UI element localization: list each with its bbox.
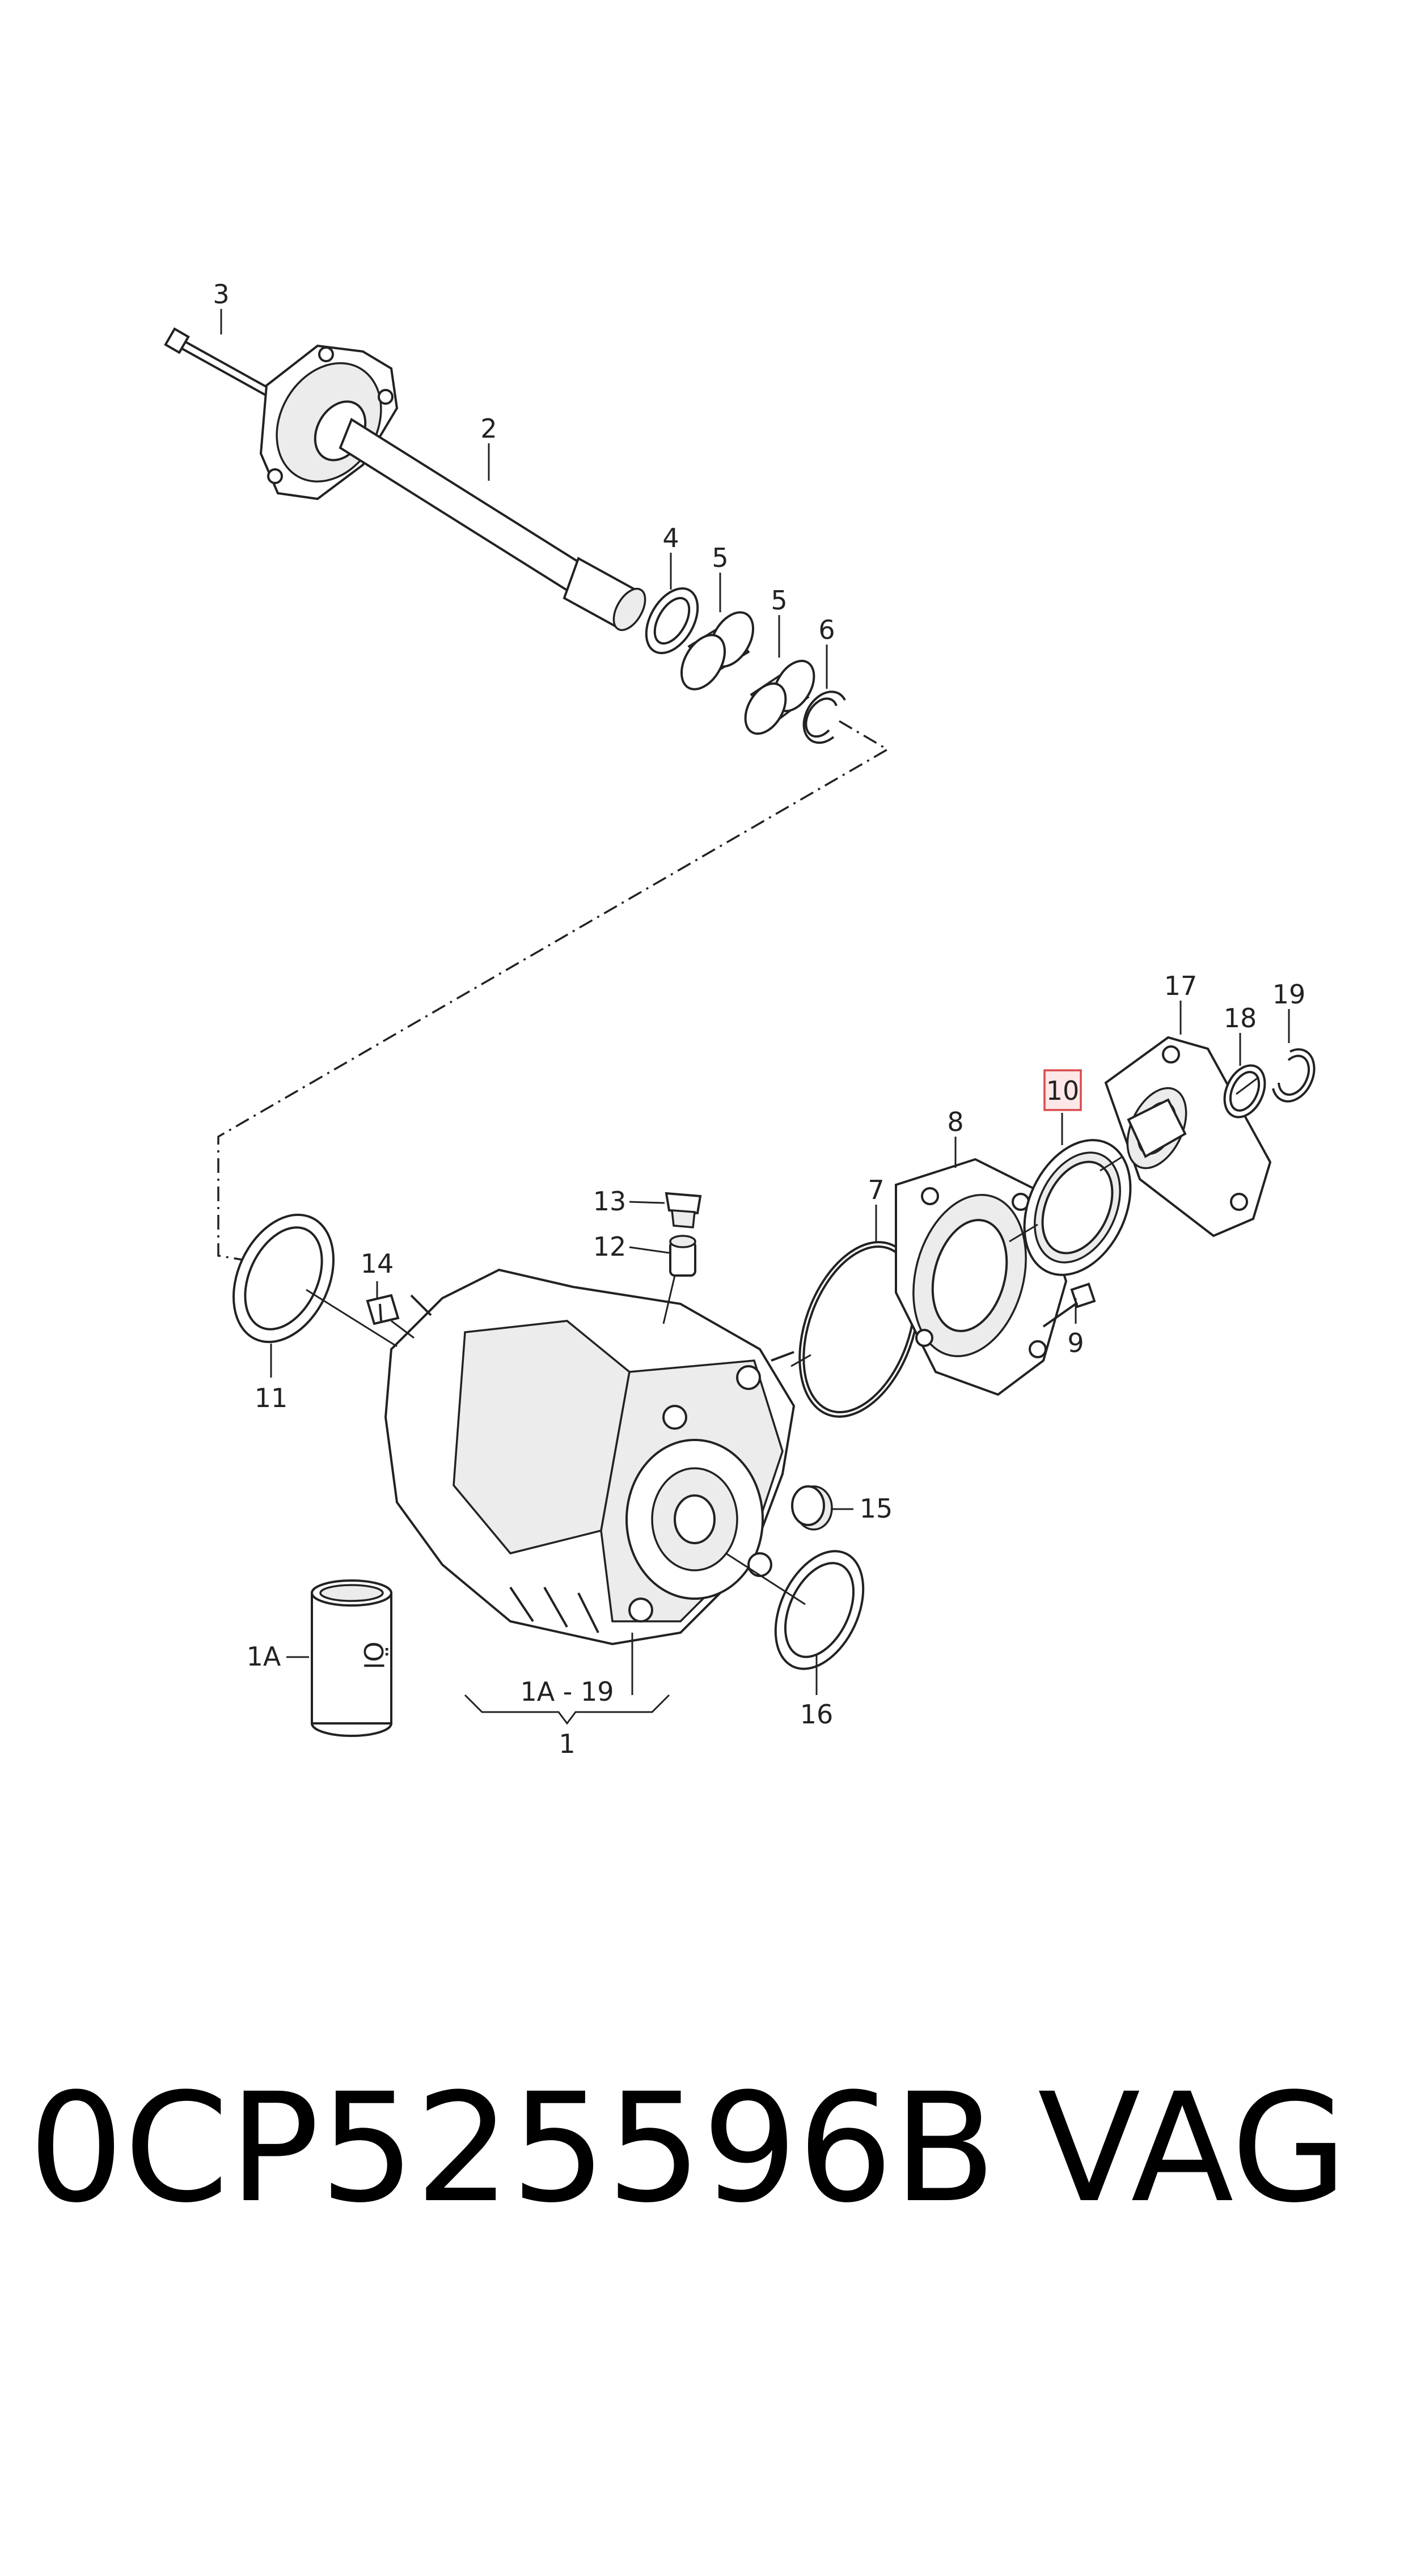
part-6-circlip [802,690,846,744]
leader-10-to-8 [1009,1223,1038,1243]
callout-19: 19 [1272,979,1306,1010]
leader-7-to-housing [790,1354,811,1367]
part-17-output-flange [1104,1036,1272,1238]
part-10-seal-ring [1023,1139,1132,1276]
callout-17: 17 [1164,971,1198,1001]
callout-1a: 1A [247,1641,281,1672]
part-15-plug [791,1485,833,1531]
callout-16: 16 [800,1699,834,1730]
callout-15: 15 [860,1493,893,1524]
leader-16-to-housing [725,1552,806,1605]
part-11-seal [232,1213,335,1344]
callout-13: 13 [593,1186,627,1217]
part-4-ring [645,587,699,654]
callout-11: 11 [255,1383,288,1413]
callout-5b: 5 [771,585,787,616]
brand-name: VAG [1038,2061,1348,2236]
leader-14-to-housing [391,1320,415,1339]
part-5-bearing-b [744,659,815,735]
part-7-o-ring [798,1241,920,1418]
leader-17-to-10 [1100,1155,1123,1172]
callout-18: 18 [1224,1003,1257,1033]
part-12-sleeve [669,1235,696,1277]
callout-8: 8 [947,1107,963,1137]
leader-11-to-housing [306,1289,398,1348]
callout-3: 3 [213,279,229,310]
caption: 0CP525596B VAG [28,2064,1389,2234]
part-14-plug [366,1294,400,1325]
callout-1: 1 [559,1728,575,1759]
part-2-shaft-with-flange [259,344,646,632]
callout-7: 7 [868,1175,884,1205]
callout-10: 10 [1046,1075,1080,1106]
callout-14: 14 [361,1248,394,1279]
part-5-bearing-a [680,611,754,690]
callout-4: 4 [662,523,679,553]
callout-9: 9 [1067,1328,1084,1358]
part-13-cap [665,1192,702,1228]
part-1-gearbox-housing [384,1268,796,1646]
exploded-parts-diagram: Öl 3 2 4 5 5 6 17 18 19 10 [164,279,1316,1759]
part-16-seal [774,1550,865,1670]
part-19-circlip [1272,1048,1316,1103]
assembly-path-line [217,720,890,1262]
part-number: 0CP525596B [28,2061,996,2236]
callout-5a: 5 [712,543,728,573]
highlight-box-10 [1043,1069,1082,1111]
callout-leaders [220,309,1290,1725]
oil-can-label: Öl [358,1642,388,1670]
part-1a-oil-can: Öl [311,1579,392,1737]
leader-19-to-18 [1236,1076,1259,1095]
callout-1a-range: 1A - 19 [520,1676,614,1707]
callout-2: 2 [480,413,497,444]
part-3-bolt [164,327,273,398]
part-8-bearing-cover [895,1158,1068,1396]
leader-12-to-housing [662,1275,676,1324]
part-9-bolt [1042,1282,1096,1328]
callout-labels: 3 2 4 5 5 6 17 18 19 10 8 7 13 12 14 9 1… [213,279,1305,1759]
callout-6: 6 [818,615,835,645]
callout-12: 12 [593,1231,627,1262]
